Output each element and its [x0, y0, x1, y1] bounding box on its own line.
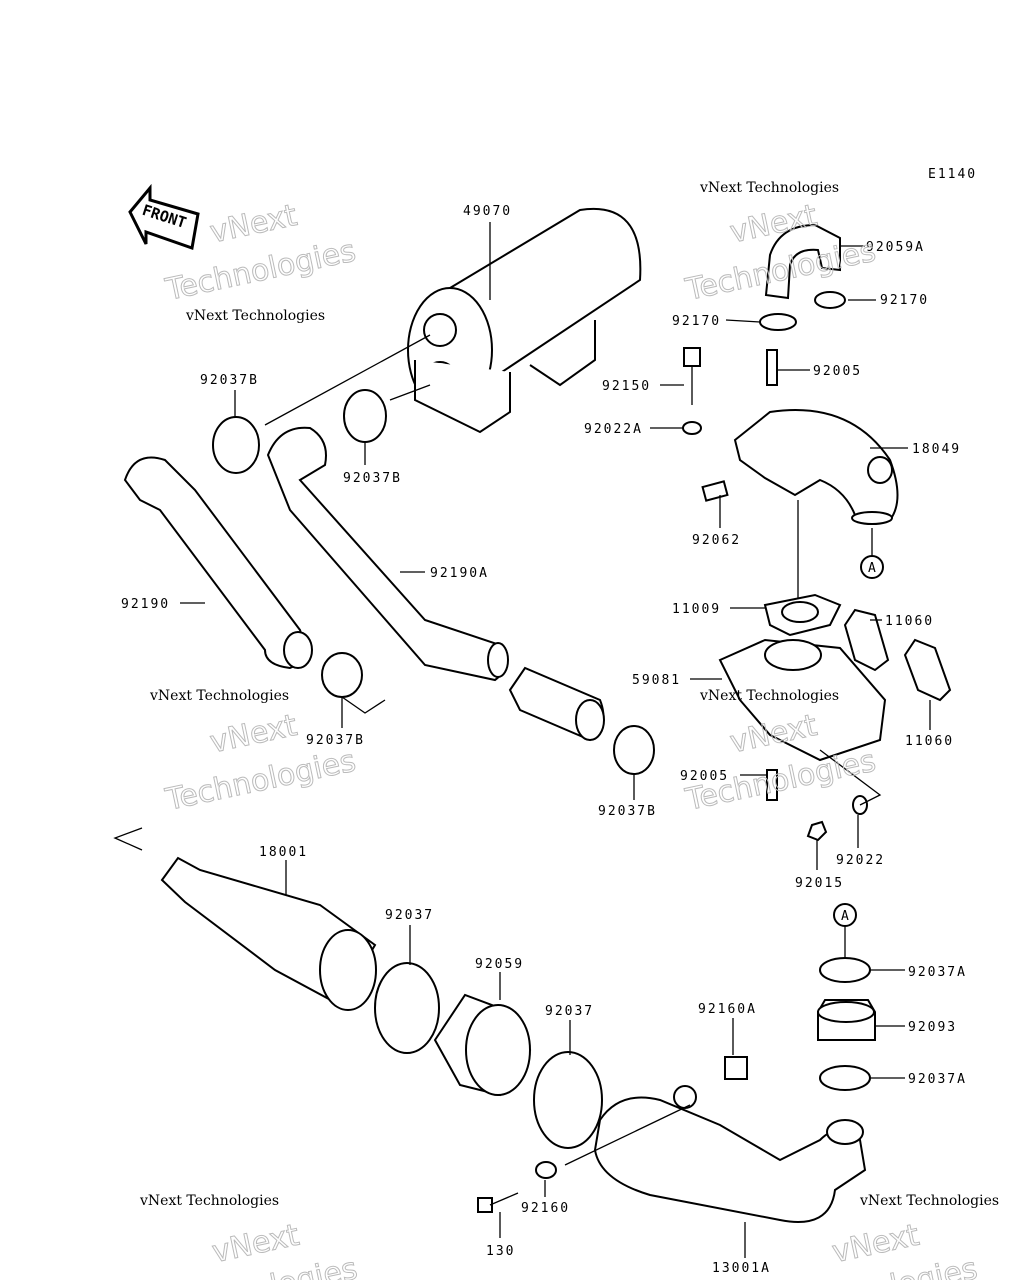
part-label: 92059	[475, 957, 524, 972]
svg-text:vNext Technologies: vNext Technologies	[699, 180, 839, 196]
part-label: 92015	[795, 876, 844, 891]
svg-text:A: A	[868, 561, 878, 576]
part-label: 18049	[912, 442, 961, 457]
exhaust-pipe-13001A	[593, 1096, 867, 1223]
part-label: 92062	[692, 533, 741, 548]
svg-text:vNext Technologies: vNext Technologies	[859, 1193, 999, 1209]
svg-text:A: A	[841, 909, 851, 924]
svg-text:vNext: vNext	[209, 1218, 302, 1271]
svg-text:vNext: vNext	[207, 708, 300, 761]
svg-text:vNext Technologies: vNext Technologies	[149, 688, 289, 704]
part-label: 92093	[908, 1020, 957, 1035]
svg-text:vNext Technologies: vNext Technologies	[699, 688, 839, 704]
part-label: 92160A	[698, 1002, 757, 1017]
part-label: 92150	[602, 379, 651, 394]
part-label: 11060	[885, 614, 934, 629]
part-label: 11009	[672, 602, 721, 617]
part-label: 92037	[385, 908, 434, 923]
svg-text:vNext Technologies: vNext Technologies	[185, 308, 325, 324]
part-label: 92037B	[343, 471, 402, 486]
part-label: 92170	[672, 314, 721, 329]
part-label: 92005	[680, 769, 729, 784]
part-labels: E1140 49070 92059A 92170 92170 92150 920…	[121, 167, 977, 1276]
leader-lines	[113, 222, 931, 1258]
part-label: 92037B	[200, 373, 259, 388]
part-label: 92037A	[908, 965, 967, 980]
svg-text:Technologies: Technologies	[162, 744, 359, 819]
callout-a-top: A	[860, 555, 884, 579]
part-label: 13001A	[712, 1261, 771, 1276]
svg-text:vNext: vNext	[829, 1218, 922, 1271]
muffler-49070	[407, 207, 642, 434]
part-label: 59081	[632, 673, 681, 688]
part-label: 92005	[813, 364, 862, 379]
part-label: 92022A	[584, 422, 643, 437]
part-label: 92190	[121, 597, 170, 612]
part-label: 92160	[521, 1201, 570, 1216]
part-label: 92190A	[430, 566, 489, 581]
elbow-18049	[733, 409, 899, 522]
part-label: 92037B	[306, 733, 365, 748]
part-label: 49070	[463, 204, 512, 219]
clamps	[212, 291, 871, 1149]
part-label: 130	[486, 1244, 515, 1259]
front-arrow-icon: FRONT	[128, 183, 200, 250]
part-label: 11060	[905, 734, 954, 749]
part-label: 92037A	[908, 1072, 967, 1087]
part-label: 92022	[836, 853, 885, 868]
hose-92190	[123, 456, 305, 670]
svg-text:vNext Technologies: vNext Technologies	[139, 1193, 279, 1209]
diagram-code: E1140	[928, 167, 977, 182]
part-label: 18001	[259, 845, 308, 860]
svg-text:vNext: vNext	[207, 198, 300, 251]
svg-text:Technologies: Technologies	[682, 744, 879, 819]
part-label: 92059A	[866, 240, 925, 255]
part-label: 92037	[545, 1004, 594, 1019]
part-label: 92037B	[598, 804, 657, 819]
part-label: 92170	[880, 293, 929, 308]
callout-a-bottom: A	[833, 903, 857, 927]
